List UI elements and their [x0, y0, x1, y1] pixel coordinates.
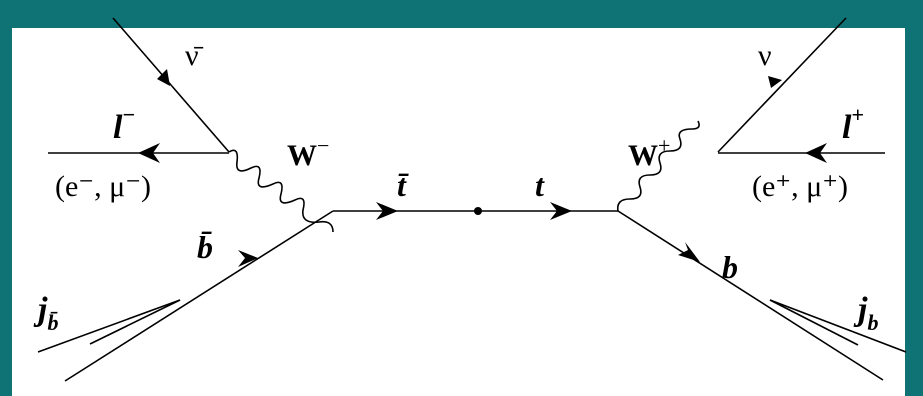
jet-b-subscript: b — [867, 310, 878, 335]
bottom-arrow — [678, 242, 700, 262]
antibottom-arrow — [238, 250, 258, 267]
jet-bbar-line-2 — [89, 299, 181, 345]
w-minus-label: W− — [287, 133, 329, 172]
antibottom-line — [64, 210, 334, 382]
lepton-minus-charge: − — [122, 102, 135, 127]
diagram-panel-corner — [12, 28, 905, 396]
bottom-line — [617, 210, 884, 381]
lepton-plus-arrow — [805, 143, 827, 163]
antitop-label: t̄ — [397, 167, 409, 203]
antitop-arrow — [376, 202, 398, 220]
jet-b-line-1 — [769, 299, 907, 353]
top-label: t — [535, 167, 545, 203]
antineutrino-line — [112, 17, 230, 153]
neutrino-line — [717, 17, 847, 153]
w-minus-charge: − — [317, 133, 329, 158]
top-arrow — [550, 202, 572, 220]
w-plus-charge: + — [658, 133, 670, 158]
lepton-minus-flavors: (e⁻, μ⁻) — [55, 170, 151, 203]
jet-b-line-2 — [769, 299, 859, 346]
jet-bbar-subscript: b̄ — [47, 310, 58, 335]
w-plus-label: W+ — [628, 133, 670, 172]
lepton-plus-label: l+ — [842, 102, 864, 146]
neutrino-label: ν — [758, 39, 772, 72]
antineutrino-arrow — [157, 69, 170, 86]
lepton-plus-charge: + — [851, 102, 864, 127]
lepton-plus-flavors: (e⁺, μ⁺) — [752, 170, 848, 203]
lepton-minus-arrow — [138, 143, 160, 163]
lepton-minus-label: l− — [113, 102, 135, 146]
neutrino-arrow — [768, 76, 782, 88]
w-plus-boson — [616, 120, 700, 212]
jet-bbar-line-1 — [37, 299, 181, 353]
w-minus-boson — [228, 149, 334, 233]
bottom-label: b — [722, 249, 738, 285]
antibottom-label: b̄ — [197, 229, 213, 265]
